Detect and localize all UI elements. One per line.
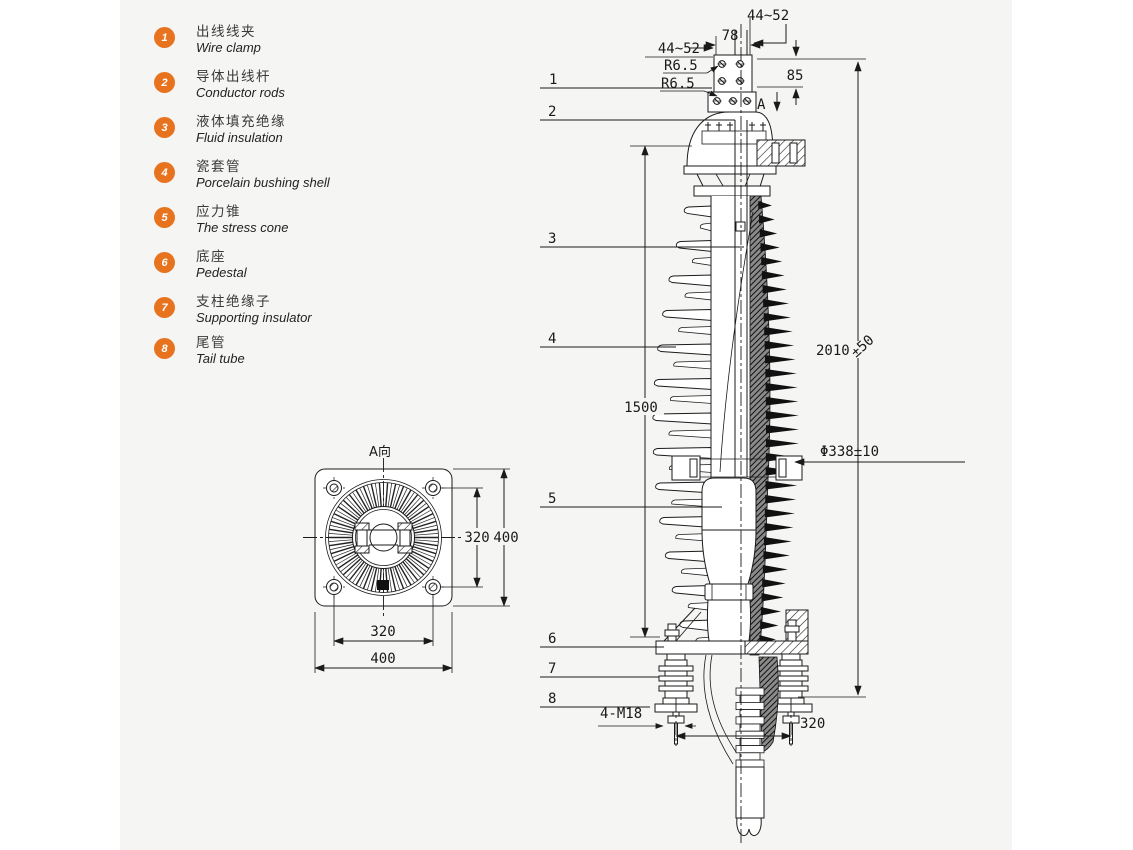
section-arrow-label: A (757, 97, 766, 113)
dim-stud-spacing: 320 (800, 716, 825, 732)
legend-item-4: 4 瓷套管 Porcelain bushing shell (154, 159, 330, 190)
fluid-insulation-boundary (719, 211, 754, 473)
legend-en-2: Conductor rods (196, 85, 285, 100)
porcelain-ring-hatch (328, 482, 439, 593)
legend-item-5: 5 应力锥 The stress cone (154, 204, 289, 235)
legend-item-6: 6 底座 Pedestal (154, 249, 247, 280)
legend-badge-5: 5 (154, 207, 175, 228)
callout-2: 2 (548, 104, 556, 120)
legend-badge-1: 1 (154, 27, 175, 48)
tail-tube (703, 654, 779, 837)
callout-5: 5 (548, 491, 556, 507)
legend-en-1: Wire clamp (196, 40, 261, 55)
callout-3: 3 (548, 231, 556, 247)
legend-badge-4: 4 (154, 162, 175, 183)
legend-item-2: 2 导体出线杆 Conductor rods (154, 69, 285, 100)
supporting-insulators (654, 653, 813, 745)
catalog-page-background (120, 0, 1012, 850)
callout-4: 4 (548, 331, 556, 347)
dim-clamp-range-right: 44~52 (747, 8, 789, 24)
dim-right-320: 320 (464, 530, 489, 546)
dim-clamp-range-left: 44~52 (658, 41, 700, 57)
top-view-dimensions: 320 400 320 400 (314, 468, 521, 673)
legend-en-6: Pedestal (196, 265, 247, 280)
legend-zh-4: 瓷套管 (196, 159, 241, 175)
legend-zh-7: 支柱绝缘子 (196, 294, 271, 310)
porcelain-sheds-section (758, 201, 799, 644)
legend-en-3: Fluid insulation (196, 130, 283, 145)
legend-zh-6: 底座 (196, 249, 226, 265)
dim-insulation-height: 1500 (624, 400, 658, 416)
legend-badge-7: 7 (154, 297, 175, 318)
callout-7: 7 (548, 661, 556, 677)
legend-en-4: Porcelain bushing shell (196, 175, 330, 190)
wire-clamp-top-view (354, 522, 413, 554)
callout-6: 6 (548, 631, 556, 647)
dim-fillet-1: R6.5 (664, 58, 698, 74)
legend-badge-2: 2 (154, 72, 175, 93)
parts-legend: 1 出线线夹 Wire clamp 2 导体出线杆 Conductor rods… (0, 0, 420, 420)
stress-cone (701, 477, 757, 651)
wire-clamp (707, 18, 757, 131)
dim-bottom-400: 400 (370, 651, 395, 667)
dim-bottom-320: 320 (370, 624, 395, 640)
callout-8: 8 (548, 691, 556, 707)
dim-overall-height: 2010 (816, 343, 850, 359)
dim-shell-diameter: Φ338±10 (820, 444, 879, 460)
legend-en-5: The stress cone (196, 220, 289, 235)
legend-badge-3: 3 (154, 117, 175, 138)
top-view: A向 320 4 (303, 444, 521, 673)
legend-item-7: 7 支柱绝缘子 Supporting insulator (154, 294, 312, 325)
pedestal (655, 607, 809, 655)
bushing-head-dome (683, 111, 806, 197)
legend-item-8: 8 尾管 Tail tube (154, 335, 245, 366)
dim-fillet-2: R6.5 (661, 76, 695, 92)
dim-stud-spec: 4-M18 (600, 706, 642, 722)
callout-leaders: 1 2 3 4 5 6 7 8 (540, 72, 744, 708)
legend-zh-2: 导体出线杆 (196, 69, 271, 85)
dim-clamp-width: 78 (722, 28, 739, 44)
legend-zh-1: 出线线夹 (196, 24, 256, 40)
dim-top-offset: 85 (787, 68, 804, 84)
legend-badge-6: 6 (154, 252, 175, 273)
legend-zh-5: 应力锥 (196, 204, 241, 220)
legend-item-3: 3 液体填充绝缘 Fluid insulation (154, 114, 286, 145)
legend-item-1: 1 出线线夹 Wire clamp (154, 24, 261, 55)
flange-corner-bolts (323, 477, 444, 598)
legend-zh-8: 尾管 (196, 335, 226, 351)
legend-badge-8: 8 (154, 338, 175, 359)
legend-en-7: Supporting insulator (196, 310, 312, 325)
dim-right-400: 400 (493, 530, 518, 546)
callout-1: 1 (549, 72, 557, 88)
legend-en-8: Tail tube (196, 351, 245, 366)
legend-zh-3: 液体填充绝缘 (196, 114, 286, 130)
porcelain-sheds-left (652, 205, 713, 646)
top-view-title: A向 (369, 444, 391, 460)
ring-key-marker (377, 580, 389, 590)
dimensions: 44~52 78 44~52 R6.5 R6.5 85 A (598, 8, 965, 746)
main-section-view: 44~52 78 44~52 R6.5 R6.5 85 A (540, 8, 965, 845)
